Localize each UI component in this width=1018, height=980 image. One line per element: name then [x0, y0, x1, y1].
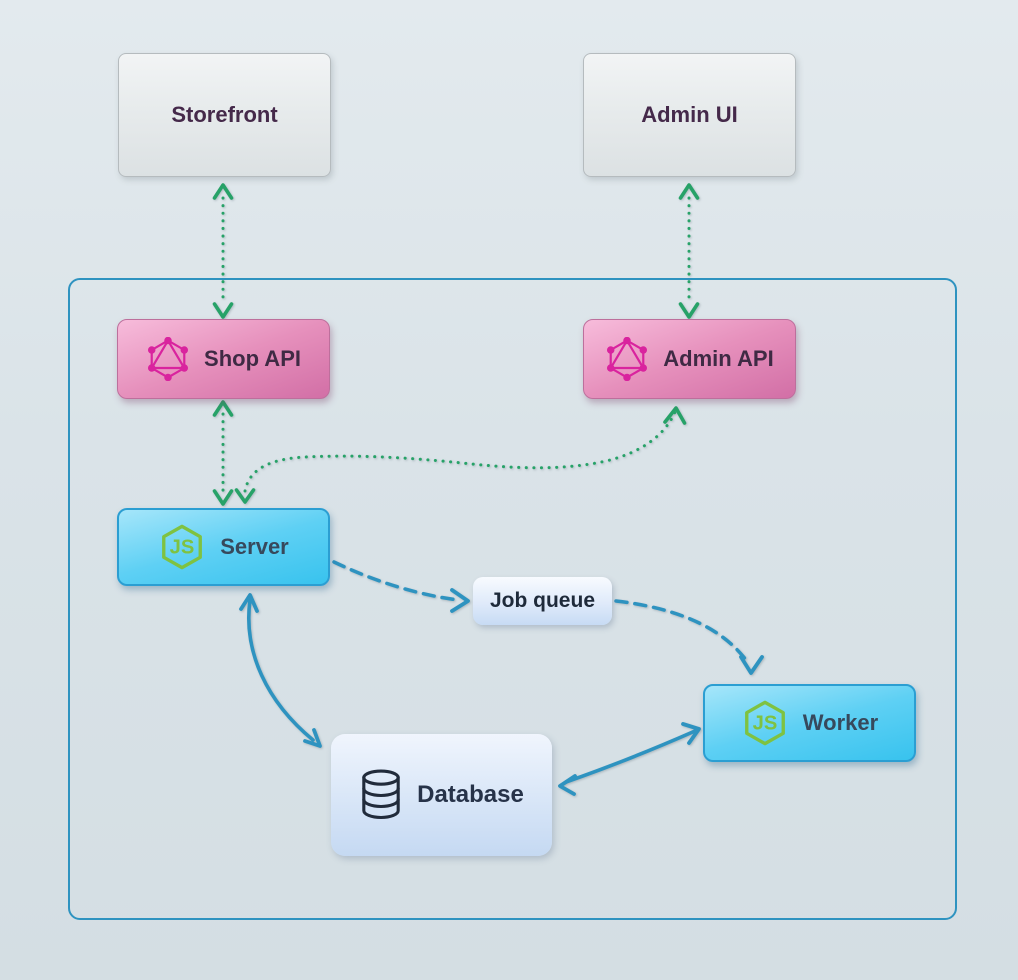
database-icon [359, 768, 403, 823]
node-server: JS Server [117, 508, 330, 586]
edge-shopapi-server [212, 400, 234, 506]
node-admin-api-label: Admin API [663, 346, 774, 371]
nodejs-icon: JS [741, 699, 789, 747]
edge-storefront-shopapi [212, 183, 234, 319]
nodejs-icon: JS [158, 523, 206, 571]
node-storefront-label: Storefront [171, 102, 278, 127]
node-job-queue-label: Job queue [489, 589, 595, 612]
node-database-label: Database [417, 781, 524, 808]
node-worker: JS Worker [703, 684, 916, 762]
node-shop-api-label: Shop API [204, 346, 301, 371]
node-storefront: Storefront [118, 53, 331, 177]
edge-server-adminapi [234, 406, 687, 504]
backend-group-container [68, 278, 957, 920]
edge-database-worker [558, 722, 701, 796]
node-worker-label: Worker [802, 710, 879, 735]
node-job-queue: Job queue [473, 577, 612, 625]
node-database: Database [331, 734, 552, 856]
graphql-icon [146, 337, 190, 381]
edge-server-database [239, 593, 322, 748]
node-admin-ui: Admin UI [583, 53, 796, 177]
svg-text:JS: JS [752, 713, 777, 735]
node-admin-api: Admin API [583, 319, 796, 399]
node-server-label: Server [220, 534, 289, 559]
edge-jobqueue-worker [614, 599, 764, 675]
node-shop-api: Shop API [117, 319, 330, 399]
node-admin-ui-label: Admin UI [641, 102, 738, 127]
svg-text:JS: JS [170, 537, 195, 559]
edge-adminui-adminapi [678, 183, 700, 319]
graphql-icon [605, 337, 649, 381]
edge-server-jobqueue [332, 560, 470, 613]
